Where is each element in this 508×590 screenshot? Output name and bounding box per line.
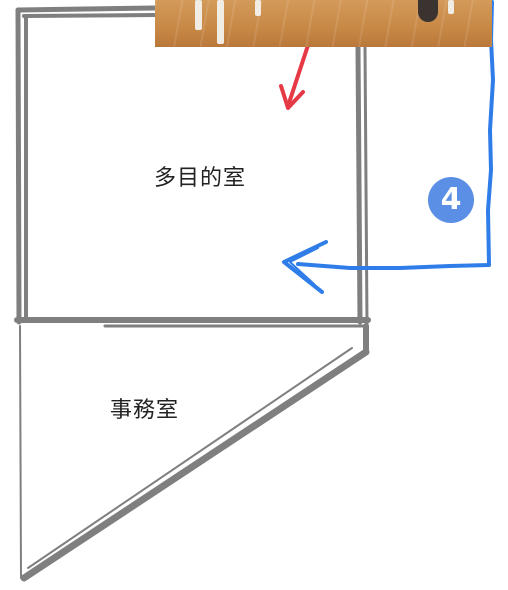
multipurpose-room-walls: [14, 5, 371, 328]
multipurpose-room-label: 多目的室: [154, 166, 247, 191]
step-number-badge: 4: [428, 177, 474, 223]
chair-leg: [217, 0, 224, 44]
room-photo: [155, 0, 492, 47]
route-path-4: [282, 0, 495, 294]
person-feet: [418, 0, 438, 22]
chair-leg: [448, 0, 454, 14]
office-room-walls: [19, 323, 370, 582]
chair-leg: [195, 0, 202, 30]
office-room-label: 事務室: [110, 398, 180, 423]
chair-leg: [255, 0, 261, 16]
